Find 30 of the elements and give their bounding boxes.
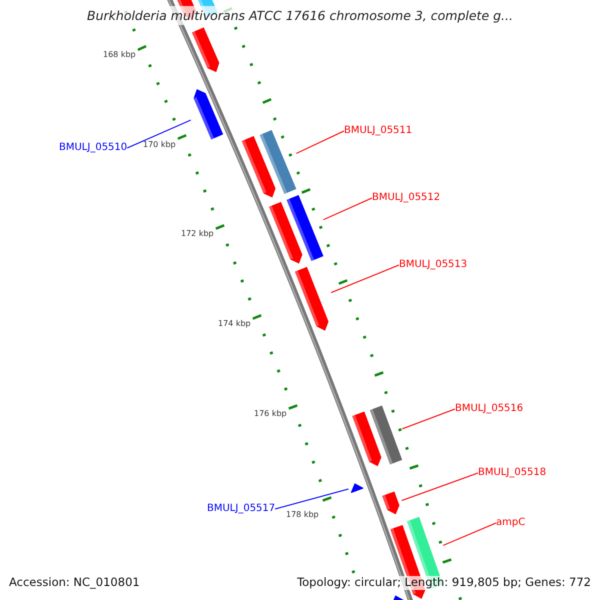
- leader-line: [402, 408, 456, 430]
- gene-label: BMULJ_05518: [478, 468, 546, 478]
- position-label: 170 kbp: [143, 141, 176, 149]
- leader-line: [401, 472, 478, 501]
- gene-label: BMULJ_05510: [59, 143, 128, 153]
- gene-label: ampC: [496, 518, 526, 528]
- position-label: 176 kbp: [254, 410, 287, 418]
- position-label: 168 kbp: [103, 51, 136, 59]
- gene-label: BMULJ_05512: [372, 193, 440, 203]
- leader-line: [442, 522, 496, 546]
- gene-label: BMULJ_05516: [455, 404, 524, 414]
- gene-label: BMULJ_05511: [344, 126, 412, 136]
- gene-block: [194, 89, 224, 140]
- gene-label: BMULJ_05513: [399, 260, 468, 270]
- leader-line: [126, 120, 192, 148]
- leader-line: [274, 488, 349, 510]
- gene-label: BMULJ_05517: [207, 504, 276, 514]
- position-label: 174 kbp: [218, 320, 251, 328]
- gene-block: [350, 483, 364, 493]
- leader-line: [330, 264, 400, 294]
- gene-block: [370, 406, 402, 464]
- accession-text: Accession: NC_010801: [7, 576, 142, 590]
- position-label: 172 kbp: [181, 230, 214, 238]
- position-label: 178 kbp: [286, 511, 319, 519]
- gene-block: [260, 130, 296, 194]
- leader-line: [296, 130, 344, 154]
- leader-line: [322, 198, 372, 220]
- gene-block: [286, 194, 324, 262]
- gene-block: [382, 491, 400, 514]
- gene-block: [294, 266, 329, 331]
